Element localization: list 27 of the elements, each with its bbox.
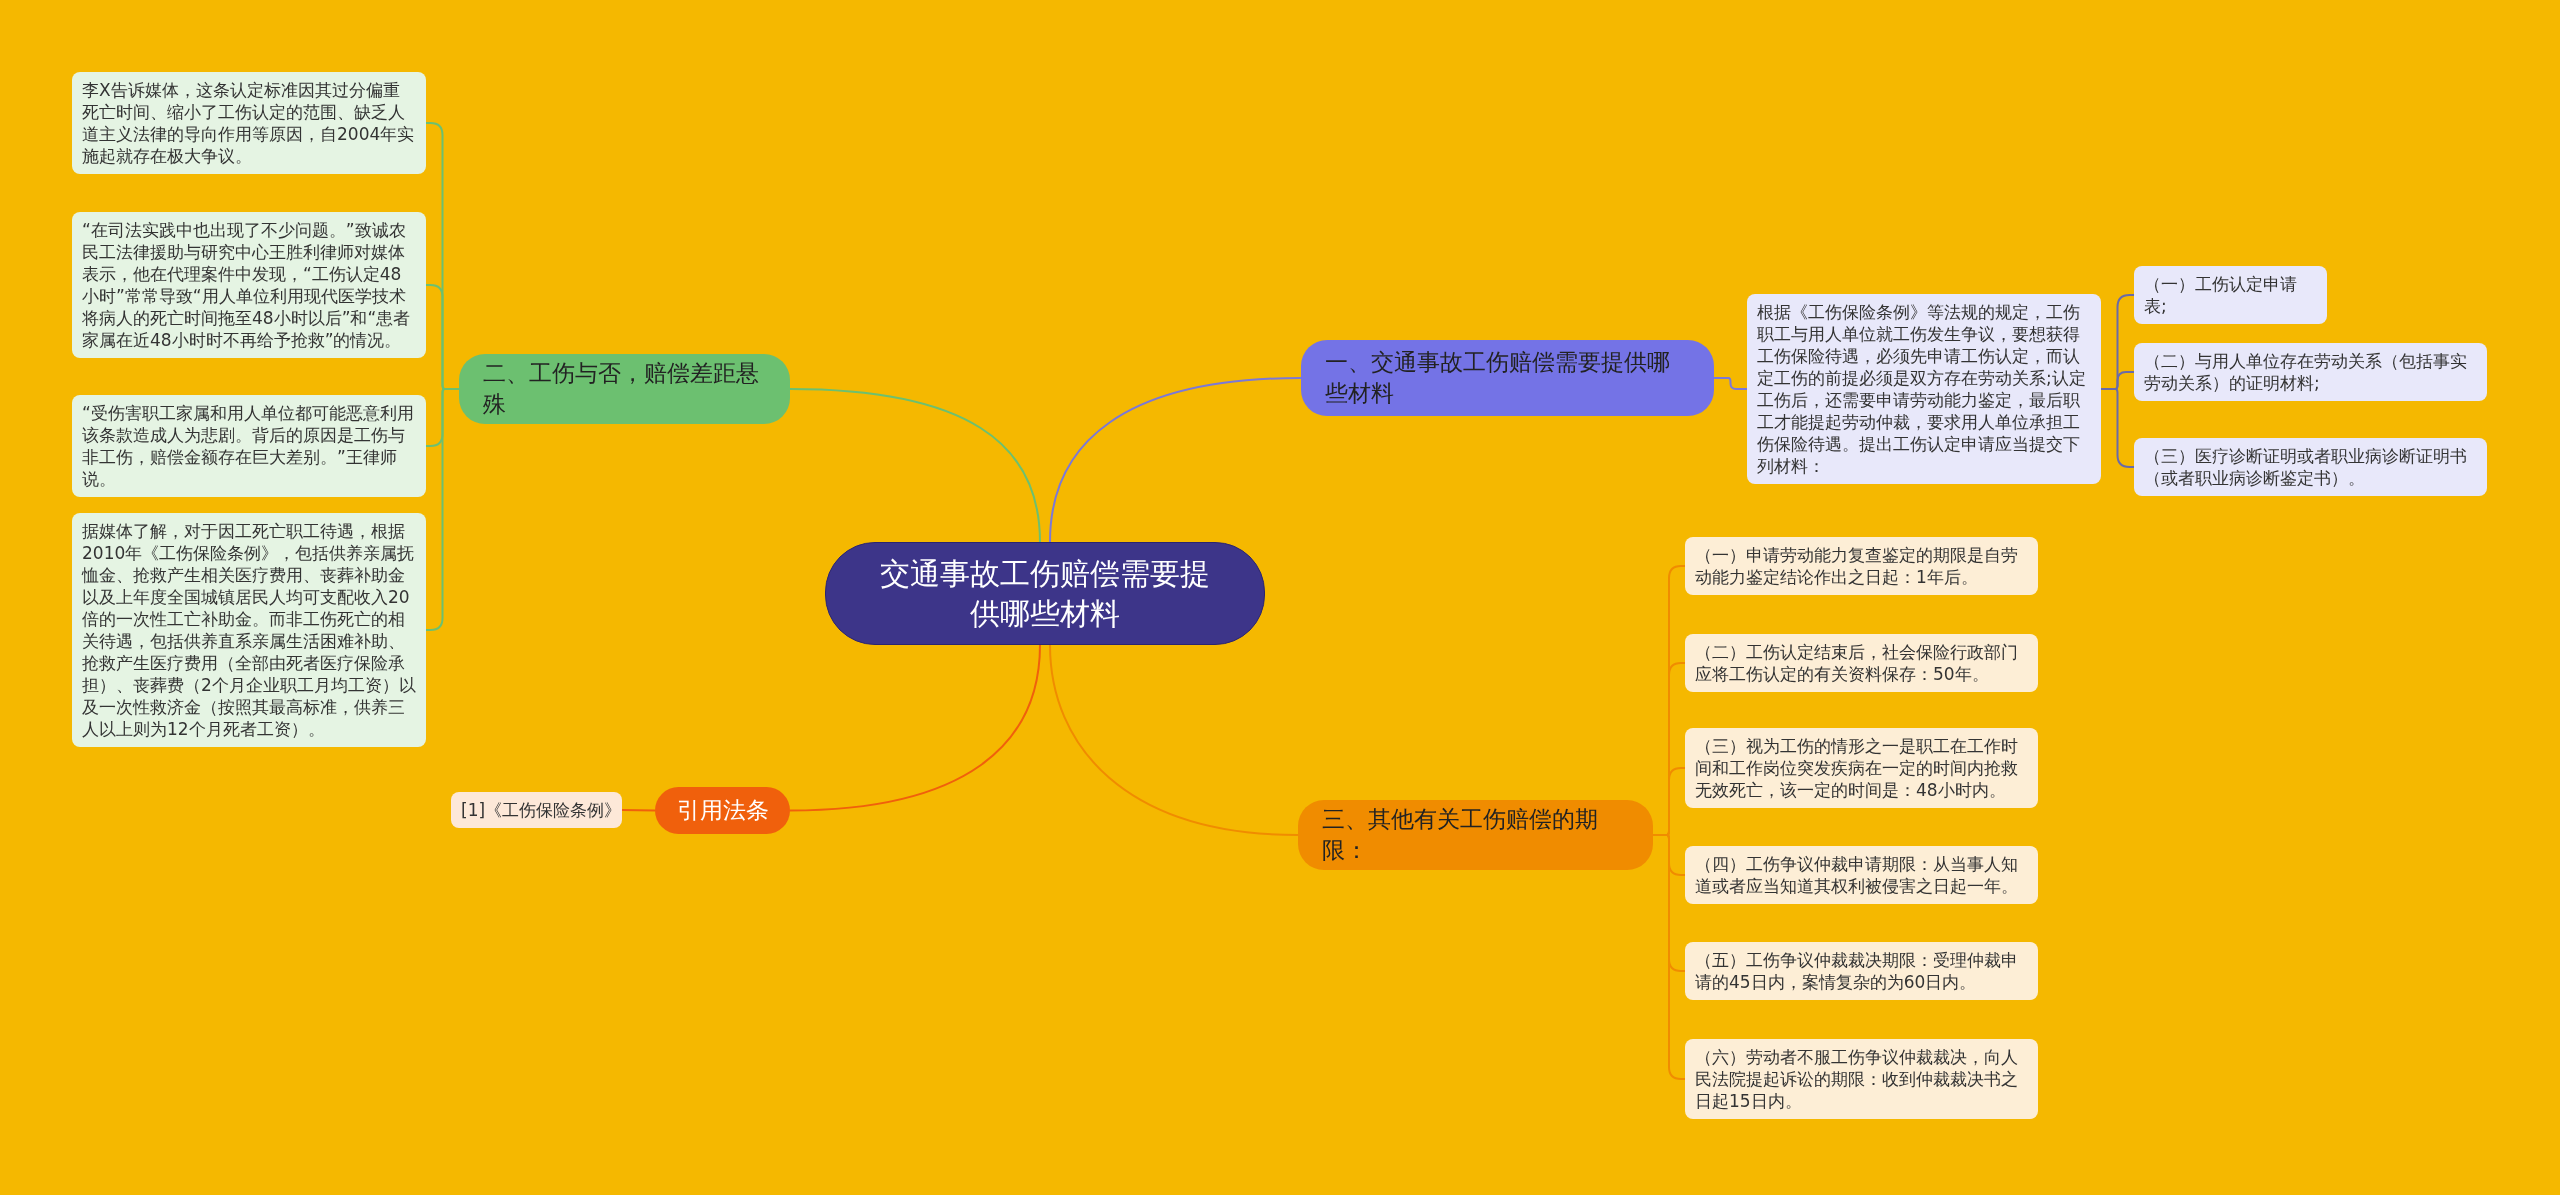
- connector-line: [621, 809, 656, 812]
- central-topic: 交通事故工伤赔偿需要提供哪些材料: [825, 542, 1265, 645]
- branch-topic: 引用法条: [655, 787, 790, 834]
- connector-line: [1049, 377, 1302, 543]
- text-box: （五）工伤争议仲裁裁决期限：受理仲裁申请的45日内，案情复杂的为60日内。: [1685, 942, 2038, 1000]
- text-box: （三）医疗诊断证明或者职业病诊断证明书（或者职业病诊断鉴定书）。: [2134, 438, 2487, 496]
- text-box: （二）工伤认定结束后，社会保险行政部门应将工伤认定的有关资料保存：50年。: [1685, 634, 2038, 692]
- text-box: “受伤害职工家属和用人单位都可能恶意利用该条款造成人为悲剧。背后的原因是工伤与非工伤，赔偿金额存在巨大差别。”王律师说。: [72, 395, 426, 497]
- connector-line: [789, 388, 1041, 543]
- connector-line: [1713, 377, 1748, 390]
- text-box: 据媒体了解，对于因工死亡职工待遇，根据2010年《工伤保险条例》，包括供养亲属抚恤金、抢救产生相关医疗费用、丧葬补助金以及上年度全国城镇居民人均可支配收入20倍的一次性工亡补助金。而非工伤死亡的相关待遇，包括供养直系亲属生活困难补助、抢救产生医疗费用（全部由死者医疗保险承担）、丧葬费（2个月企业职工月均工资）以及一次性救济金（按照其最高标准，供养三人以上则为12个月死者工资）。: [72, 513, 426, 747]
- connector-line: [1049, 644, 1299, 836]
- text-box: （二）与用人单位存在劳动关系（包括事实劳动关系）的证明材料;: [2134, 343, 2487, 401]
- branch-topic: 一、交通事故工伤赔偿需要提供哪些材料: [1301, 340, 1714, 416]
- text-box: （四）工伤争议仲裁申请期限：从当事人知道或者应当知道其权利被侵害之日起一年。: [1685, 846, 2038, 904]
- connector-line: [789, 644, 1041, 812]
- text-box: （一）申请劳动能力复查鉴定的期限是自劳动能力鉴定结论作出之日起：1年后。: [1685, 537, 2038, 595]
- text-box: （六）劳动者不服工伤争议仲裁裁决，向人民法院提起诉讼的期限：收到仲裁裁决书之日起15日内。: [1685, 1039, 2038, 1119]
- branch-topic: 三、其他有关工伤赔偿的期限：: [1298, 800, 1653, 870]
- branch-topic: 二、工伤与否，赔偿差距悬殊: [459, 354, 790, 424]
- connector-line: [1652, 834, 1686, 1080]
- text-box: “在司法实践中也出现了不少问题。”致诚农民工法律援助与研究中心王胜利律师对媒体表示，他在代理案件中发现，“工伤认定48小时”常常导致“用人单位利用现代医学技术将病人的死亡时间拖至48小时以后”和“患者家属在近48小时时不再给予抢救”的情况。: [72, 212, 426, 358]
- text-box: 根据《工伤保险条例》等法规的规定，工伤职工与用人单位就工伤发生争议，要想获得工伤保险待遇，必须先申请工伤认定，而认定工伤的前提必须是双方存在劳动关系;认定工伤后，还需要申请劳动能力鉴定，最后职工才能提起劳动仲裁，要求用人单位承担工伤保险待遇。提出工伤认定申请应当提交下列材料：: [1747, 294, 2101, 484]
- text-box: 李X告诉媒体，这条认定标准因其过分偏重死亡时间、缩小了工伤认定的范围、缺乏人道主义法律的导向作用等原因，自2004年实施起就存在极大争议。: [72, 72, 426, 174]
- text-box: [1]《工伤保险条例》: [451, 792, 622, 828]
- text-box: （三）视为工伤的情形之一是职工在工作时间和工作岗位突发疾病在一定的时间内抢救无效死亡，该一定的时间是：48小时内。: [1685, 728, 2038, 808]
- text-box: （一）工伤认定申请表;: [2134, 266, 2327, 324]
